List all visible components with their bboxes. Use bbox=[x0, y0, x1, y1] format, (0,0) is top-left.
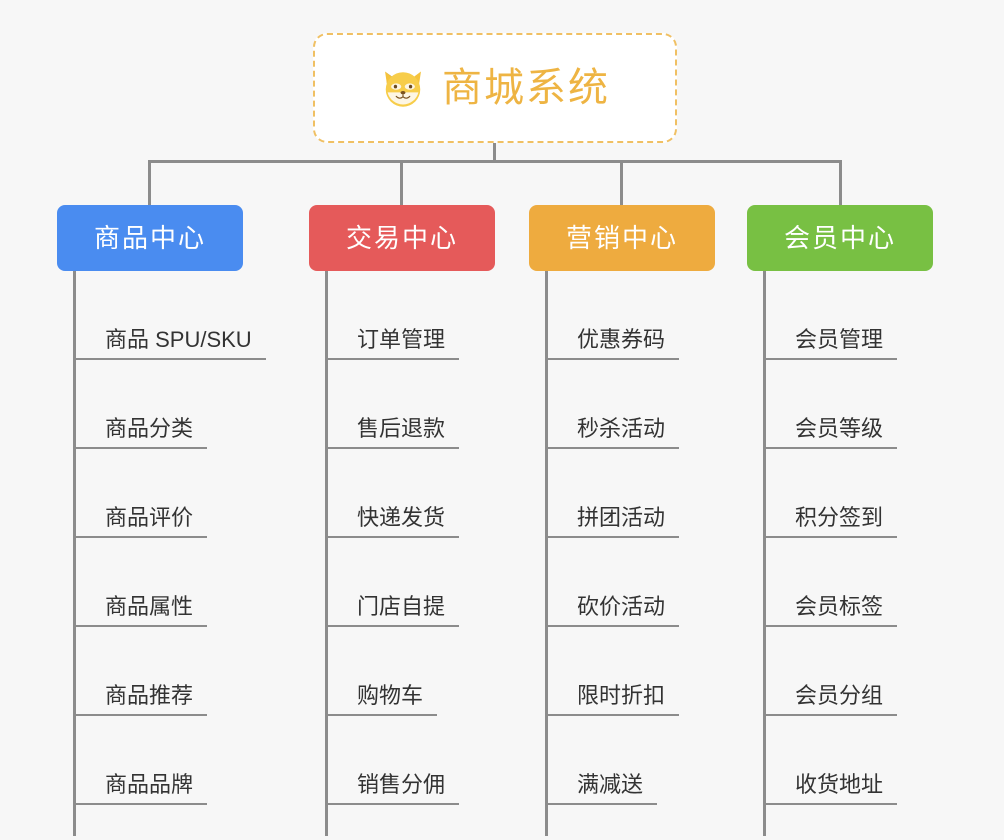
leaf-label: 售后退款 bbox=[357, 415, 446, 441]
leaf-label: 会员等级 bbox=[795, 415, 884, 441]
connector-drop-1 bbox=[148, 160, 151, 205]
branch-spine bbox=[545, 271, 548, 836]
branch-trade-center: 交易中心 订单管理 售后退款 快递发货 门店自提 购物车 销售分佣 bbox=[309, 205, 495, 836]
leaf-item[interactable]: 限时折扣 bbox=[545, 627, 795, 716]
leaf-label: 商品推荐 bbox=[105, 682, 194, 708]
leaf-item[interactable]: 门店自提 bbox=[325, 538, 575, 627]
leaf-item[interactable]: 会员管理 bbox=[763, 271, 1004, 360]
leaf-item[interactable]: 会员分组 bbox=[763, 627, 1004, 716]
connector-drop-2 bbox=[400, 160, 403, 205]
category-label: 交易中心 bbox=[345, 223, 458, 253]
leaf-item[interactable]: 收货地址 bbox=[763, 716, 1004, 805]
leaf-label: 砍价活动 bbox=[577, 593, 666, 619]
leaf-item[interactable]: 商品推荐 bbox=[73, 627, 323, 716]
leaf-item[interactable]: 快递发货 bbox=[325, 449, 575, 538]
leaf-item[interactable]: 商品评价 bbox=[73, 449, 323, 538]
connector-drop-3 bbox=[620, 160, 623, 205]
category-header-marketing-center[interactable]: 营销中心 bbox=[529, 205, 715, 271]
branch-marketing-center: 营销中心 优惠券码 秒杀活动 拼团活动 砍价活动 限时折扣 满减送 bbox=[529, 205, 715, 836]
leaf-list-trade-center: 订单管理 售后退款 快递发货 门店自提 购物车 销售分佣 bbox=[325, 271, 575, 805]
leaf-label: 会员分组 bbox=[795, 682, 884, 708]
category-label: 商品中心 bbox=[93, 223, 206, 253]
connector-drop-4 bbox=[839, 160, 842, 205]
leaf-label: 快递发货 bbox=[357, 504, 446, 530]
leaf-item[interactable]: 砍价活动 bbox=[545, 538, 795, 627]
leaf-label: 商品品牌 bbox=[105, 771, 194, 797]
leaf-item[interactable]: 商品 SPU/SKU bbox=[73, 271, 323, 360]
leaf-list-member-center: 会员管理 会员等级 积分签到 会员标签 会员分组 收货地址 bbox=[763, 271, 1004, 805]
leaf-label: 商品属性 bbox=[105, 593, 194, 619]
root-title: 商城系统 bbox=[442, 66, 610, 110]
leaf-label: 商品分类 bbox=[105, 415, 194, 441]
shiba-dog-face-emoji bbox=[380, 65, 426, 111]
leaf-label: 会员标签 bbox=[795, 593, 884, 619]
connector-root-stem bbox=[493, 143, 496, 162]
leaf-item[interactable]: 商品品牌 bbox=[73, 716, 323, 805]
leaf-label: 销售分佣 bbox=[357, 771, 446, 797]
leaf-item[interactable]: 会员标签 bbox=[763, 538, 1004, 627]
leaf-item[interactable]: 秒杀活动 bbox=[545, 360, 795, 449]
branch-product-center: 商品中心 商品 SPU/SKU 商品分类 商品评价 商品属性 商品推荐 商品品牌 bbox=[57, 205, 266, 836]
leaf-label: 限时折扣 bbox=[577, 682, 666, 708]
leaf-label: 门店自提 bbox=[357, 593, 446, 619]
leaf-item[interactable]: 满减送 bbox=[545, 716, 795, 805]
category-header-product-center[interactable]: 商品中心 bbox=[57, 205, 243, 271]
leaf-item[interactable]: 销售分佣 bbox=[325, 716, 575, 805]
leaf-item[interactable]: 积分签到 bbox=[763, 449, 1004, 538]
leaf-label: 积分签到 bbox=[795, 504, 884, 530]
branch-member-center: 会员中心 会员管理 会员等级 积分签到 会员标签 会员分组 收货地址 bbox=[747, 205, 933, 836]
leaf-item[interactable]: 会员等级 bbox=[763, 360, 1004, 449]
branch-spine bbox=[73, 271, 76, 836]
leaf-item[interactable]: 购物车 bbox=[325, 627, 575, 716]
category-header-member-center[interactable]: 会员中心 bbox=[747, 205, 933, 271]
category-label: 会员中心 bbox=[783, 223, 896, 253]
branch-spine bbox=[325, 271, 328, 836]
category-label: 营销中心 bbox=[565, 223, 678, 253]
leaf-label: 优惠券码 bbox=[577, 326, 666, 352]
leaf-label: 收货地址 bbox=[795, 771, 884, 797]
leaf-label: 购物车 bbox=[357, 682, 424, 708]
leaf-label: 商品评价 bbox=[105, 504, 194, 530]
leaf-label: 订单管理 bbox=[357, 326, 446, 352]
leaf-item[interactable]: 订单管理 bbox=[325, 271, 575, 360]
connector-bus bbox=[148, 160, 842, 163]
leaf-label: 会员管理 bbox=[795, 326, 884, 352]
leaf-list-marketing-center: 优惠券码 秒杀活动 拼团活动 砍价活动 限时折扣 满减送 bbox=[545, 271, 795, 805]
leaf-label: 商品 SPU/SKU bbox=[105, 326, 252, 352]
leaf-item[interactable]: 优惠券码 bbox=[545, 271, 795, 360]
branch-spine bbox=[763, 271, 766, 836]
leaf-item[interactable]: 商品属性 bbox=[73, 538, 323, 627]
leaf-label: 秒杀活动 bbox=[577, 415, 666, 441]
leaf-item[interactable]: 商品分类 bbox=[73, 360, 323, 449]
leaf-item[interactable]: 拼团活动 bbox=[545, 449, 795, 538]
leaf-label: 满减送 bbox=[577, 771, 644, 797]
leaf-item[interactable]: 售后退款 bbox=[325, 360, 575, 449]
leaf-list-product-center: 商品 SPU/SKU 商品分类 商品评价 商品属性 商品推荐 商品品牌 bbox=[73, 271, 323, 805]
category-header-trade-center[interactable]: 交易中心 bbox=[309, 205, 495, 271]
root-node[interactable]: 商城系统 bbox=[313, 33, 677, 143]
leaf-label: 拼团活动 bbox=[577, 504, 666, 530]
